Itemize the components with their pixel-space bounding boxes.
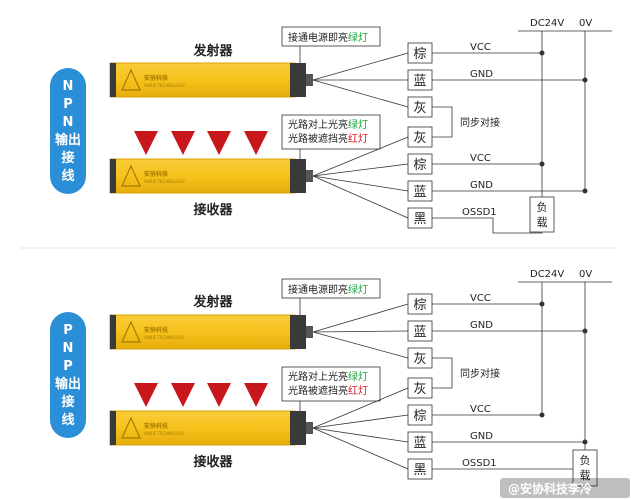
vcc-label: VCC bbox=[470, 293, 491, 304]
load-label: 负 bbox=[580, 453, 591, 467]
light-status-note: 光路对上光亮绿灯 光路被遮挡亮红灯 bbox=[281, 114, 381, 159]
wire-gray: 灰 bbox=[413, 131, 426, 146]
wire-gray: 灰 bbox=[413, 101, 426, 116]
brand-sub: ANXIE TECHNOLOGY bbox=[144, 431, 185, 436]
wire-color-boxes: 棕 蓝 灰 灰 棕 蓝 黑 bbox=[407, 293, 433, 480]
brand-name: 安协科技 bbox=[144, 170, 169, 178]
wire-gray: 灰 bbox=[413, 352, 426, 367]
power-note: 接通电源即亮绿灯 bbox=[281, 278, 381, 315]
svg-text:@安协科技李冷: @安协科技李冷 bbox=[508, 481, 592, 496]
load-label: 载 bbox=[580, 469, 591, 482]
wire-brown: 棕 bbox=[413, 47, 426, 62]
power-rails bbox=[432, 30, 612, 234]
rail-junctions bbox=[539, 301, 588, 445]
brand-sub: ANXIE TECHNOLOGY bbox=[144, 179, 185, 184]
badge-char: P bbox=[63, 323, 73, 338]
brand-logo-icon bbox=[121, 416, 141, 439]
load-label: 负 bbox=[537, 200, 548, 214]
brand-sub: ANXIE TECHNOLOGY bbox=[144, 335, 185, 340]
gnd-label: GND bbox=[470, 69, 493, 80]
brand-name: 安协科技 bbox=[144, 74, 169, 82]
emitter-sensor: 安协科技 ANXIE TECHNOLOGY bbox=[109, 314, 313, 350]
cable-wires bbox=[312, 52, 409, 219]
badge-char: N bbox=[63, 79, 74, 94]
brand-name: 安协科技 bbox=[144, 422, 169, 430]
wire-brown: 棕 bbox=[413, 298, 426, 313]
gnd-label: GND bbox=[470, 320, 493, 331]
receiver-title: 接收器 bbox=[193, 454, 233, 470]
vcc-label: VCC bbox=[470, 153, 491, 164]
wire-color-boxes: 棕 蓝 灰 灰 棕 蓝 黑 bbox=[407, 42, 433, 229]
vcc-label: VCC bbox=[470, 42, 491, 53]
sync-label: 同步对接 bbox=[460, 367, 500, 380]
badge-char: 线 bbox=[61, 168, 74, 184]
badge-char: N bbox=[63, 341, 74, 356]
wire-blue: 蓝 bbox=[413, 74, 426, 89]
badge-char: N bbox=[63, 115, 74, 130]
badge-char: P bbox=[63, 359, 73, 374]
emitter-title: 发射器 bbox=[192, 43, 233, 59]
load-box bbox=[572, 449, 598, 487]
svg-text:接通电源即亮绿灯: 接通电源即亮绿灯 bbox=[288, 283, 368, 296]
dc24v-label: DC24V bbox=[530, 269, 564, 280]
svg-text:接通电源即亮绿灯: 接通电源即亮绿灯 bbox=[288, 31, 368, 44]
brand-logo-icon bbox=[121, 164, 141, 187]
wire-black: 黑 bbox=[413, 463, 426, 478]
dc24v-label: DC24V bbox=[530, 18, 564, 29]
svg-text:光路对上光亮绿灯: 光路对上光亮绿灯 bbox=[288, 118, 368, 131]
emitter-title: 发射器 bbox=[192, 294, 233, 310]
npn-badge: N P N 输出 接 线 bbox=[50, 68, 86, 194]
brand-logo-icon bbox=[121, 320, 141, 343]
badge-char: 接 bbox=[61, 394, 74, 410]
power-rails bbox=[432, 281, 612, 470]
ossd-label: OSSD1 bbox=[462, 207, 497, 218]
section-npn: N P N 输出 接 线 发射器 安协科技 ANXIE TECHNOLOGY bbox=[50, 18, 612, 234]
pnp-badge: P N P 输出 接 线 bbox=[50, 312, 86, 438]
svg-text:光路被遮挡亮红灯: 光路被遮挡亮红灯 bbox=[288, 132, 368, 145]
wire-brown: 棕 bbox=[413, 158, 426, 173]
zero-v-label: 0V bbox=[579, 18, 592, 29]
wire-blue: 蓝 bbox=[413, 436, 426, 451]
sync-label: 同步对接 bbox=[460, 116, 500, 129]
brand-name: 安协科技 bbox=[144, 326, 169, 334]
wire-black: 黑 bbox=[413, 212, 426, 227]
badge-char: 输出 bbox=[55, 132, 81, 148]
emitter-sensor: 安协科技 ANXIE TECHNOLOGY bbox=[109, 62, 313, 98]
wire-brown: 棕 bbox=[413, 409, 426, 424]
section-pnp: P N P 输出 接 线 发射器 安协科技 ANXIE TECHNOLOGY bbox=[50, 269, 612, 487]
vcc-label: VCC bbox=[470, 404, 491, 415]
badge-char: 输出 bbox=[55, 376, 81, 392]
cable-wires bbox=[312, 303, 409, 470]
rail-junctions bbox=[539, 50, 588, 194]
receiver-sensor: 安协科技 ANXIE TECHNOLOGY bbox=[109, 158, 313, 194]
load-box bbox=[529, 196, 555, 233]
power-note: 接通电源即亮绿灯 bbox=[281, 26, 381, 63]
badge-char: 接 bbox=[61, 150, 74, 166]
svg-text:光路被遮挡亮红灯: 光路被遮挡亮红灯 bbox=[288, 384, 368, 397]
light-beam-arrows bbox=[134, 362, 268, 407]
gnd-label: GND bbox=[470, 431, 493, 442]
wire-blue: 蓝 bbox=[413, 325, 426, 340]
zero-v-label: 0V bbox=[579, 269, 592, 280]
receiver-title: 接收器 bbox=[193, 202, 233, 218]
receiver-sensor: 安协科技 ANXIE TECHNOLOGY bbox=[109, 410, 313, 446]
brand-sub: ANXIE TECHNOLOGY bbox=[144, 83, 185, 88]
watermark: @安协科技李冷 bbox=[500, 478, 630, 498]
wire-blue: 蓝 bbox=[413, 185, 426, 200]
ossd-label: OSSD1 bbox=[462, 458, 497, 469]
brand-logo-icon bbox=[121, 68, 141, 91]
badge-char: P bbox=[63, 97, 73, 112]
load-label: 载 bbox=[537, 216, 548, 229]
svg-text:光路对上光亮绿灯: 光路对上光亮绿灯 bbox=[288, 370, 368, 383]
light-status-note: 光路对上光亮绿灯 光路被遮挡亮红灯 bbox=[281, 366, 381, 411]
gnd-label: GND bbox=[470, 180, 493, 191]
badge-char: 线 bbox=[61, 412, 74, 428]
wire-gray: 灰 bbox=[413, 382, 426, 397]
light-beam-arrows bbox=[134, 110, 268, 155]
